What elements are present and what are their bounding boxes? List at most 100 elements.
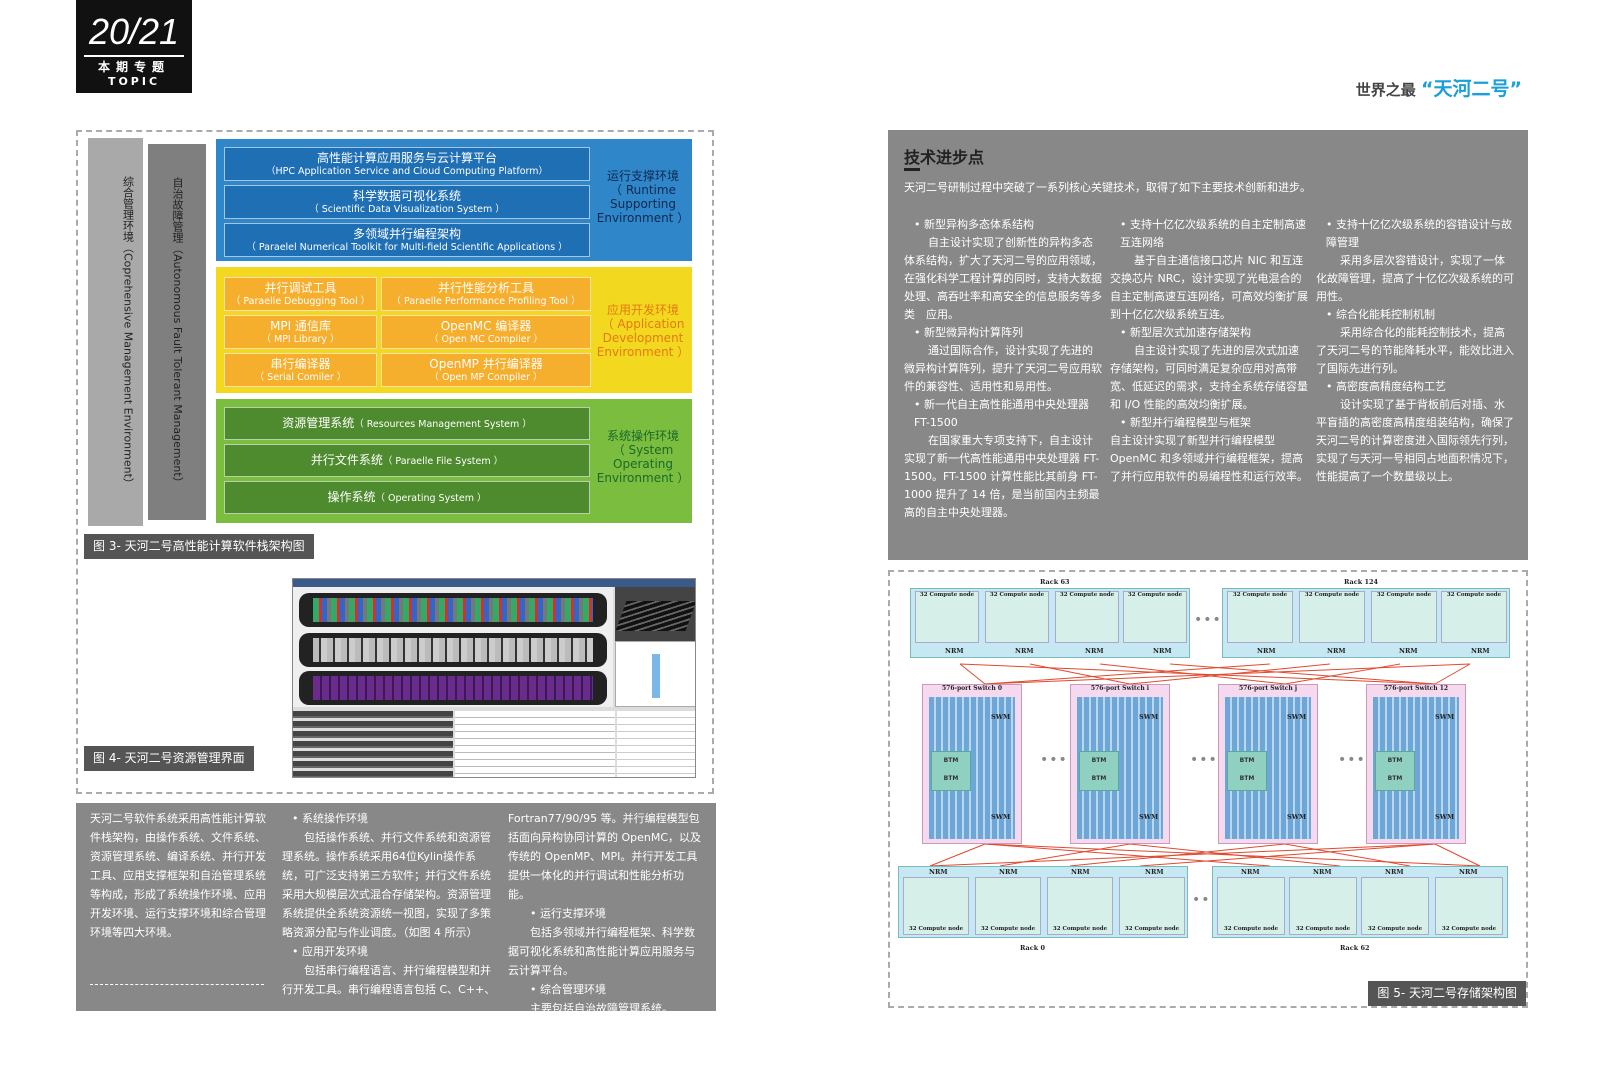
nrm-label: NRM (929, 868, 948, 876)
runtime-layer: 高性能计算应用服务与云计算平台（HPC Application Service … (215, 138, 693, 262)
tech-heading: • 新一代自主高性能通用中央处理器 FT-1500 (914, 398, 1089, 429)
tech-paragraph: 自主设计实现了先进的层次式加速存储架构，可同时满足复杂应用对高带宽、低延迟的需求… (1110, 344, 1308, 411)
compute-node: 32 Compute node (1299, 591, 1365, 643)
tech-heading: • 新型层次式加速存储架构 (1120, 326, 1251, 339)
nrm-label: NRM (999, 868, 1018, 876)
ellipsis: ••• (1190, 752, 1218, 768)
body-col-3: Fortran77/90/95 等。并行编程模型包括面向异构协同计算的 Open… (508, 809, 704, 1018)
section-cn: 本期专题 (97, 60, 170, 74)
dev-tile: OpenMP 并行编译器（ Open MP Compiler ） (381, 353, 591, 387)
body-paragraph: 主要包括自治故障管理系统。 (530, 1002, 673, 1015)
tech-paragraph: 自主设计实现了新型并行编程模型 OpenMC 和多领域并行编程框架，提高了并行应… (1110, 434, 1308, 483)
job-table-left (293, 711, 453, 777)
body-heading: • 应用开发环境 (292, 945, 368, 958)
divider (84, 55, 184, 57)
rack-label: Rack 124 (1344, 578, 1379, 586)
rack-bottom-right: NRM NRM NRM NRM 32 Compute node 32 Compu… (1212, 866, 1508, 938)
compute-node: 32 Compute node (1371, 591, 1437, 643)
rack-row (299, 593, 607, 627)
swm-label: SWM (1435, 713, 1455, 721)
compute-node: 32 Compute node (1441, 591, 1507, 643)
management-bar: 综合管理环境（Coprehensive Management Environme… (88, 138, 143, 526)
rack-top-right: 32 Compute node 32 Compute node 32 Compu… (1222, 588, 1510, 658)
compute-node: 32 Compute node (1123, 591, 1187, 643)
3d-view (615, 587, 695, 641)
rack-row (299, 671, 607, 705)
body-paragraph: 天河二号软件系统采用高性能计算软件栈架构，由操作系统、文件系统、资源管理系统、编… (90, 812, 266, 939)
compute-node: 32 Compute node (985, 591, 1049, 643)
fault-bar-label: 自治故障管理（Autonomous Fault Tolerant Managem… (171, 176, 184, 488)
tech-heading: • 高密度高精度结构工艺 (1326, 380, 1446, 393)
switch-label: 576-port Switch j (1238, 685, 1298, 692)
interconnect-links (929, 663, 1481, 867)
dev-tile: 并行性能分析工具（ Paraelle Performance Profiling… (381, 277, 591, 311)
compute-node: 32 Compute node (1361, 877, 1429, 935)
compute-node: 32 Compute node (1435, 877, 1503, 935)
swm-label: SWM (1139, 713, 1159, 721)
resource-management-screenshot (292, 578, 696, 778)
nrm-label: NRM (945, 647, 964, 655)
compute-node: 32 Compute node (1119, 877, 1185, 935)
os-tile: 资源管理系统（ Resources Management System ） (224, 407, 590, 440)
compute-node: 32 Compute node (1055, 591, 1119, 643)
nrm-label: NRM (1327, 647, 1346, 655)
dev-title: 应用开发环境 （ Application Development Environ… (596, 303, 690, 359)
dev-tile: 串行编译器（ Serial Comiler ） (224, 353, 377, 387)
rack-panel (293, 587, 613, 707)
tech-col-2: • 支持十亿亿次级系统的自主定制高速互连网络 基于自主通信接口芯片 NIC 和互… (1110, 216, 1308, 486)
switch-label: 576-port Switch 12 (1383, 685, 1449, 692)
running-head-highlight: “天河二号” (1421, 78, 1522, 100)
nrm-label: NRM (1071, 868, 1090, 876)
ellipsis: ••• (1338, 752, 1366, 768)
tech-heading: • 新型并行编程模型与框架 (1120, 416, 1251, 429)
swm-label: SWM (1435, 813, 1455, 821)
nrm-label: NRM (1145, 868, 1164, 876)
running-head: 世界之最 “天河二号” (1356, 74, 1522, 101)
tech-paragraph: 基于自主通信接口芯片 NIC 和互连交换芯片 NRC，设计实现了光电混合的自主定… (1110, 254, 1308, 321)
compute-node: 32 Compute node (1289, 877, 1357, 935)
runtime-tile: 科学数据可视化系统（ Scientific Data Visualization… (224, 185, 590, 219)
figure-3-frame: 综合管理环境（Coprehensive Management Environme… (76, 130, 714, 794)
tech-heading: • 支持十亿亿次级系统的自主定制高速互连网络 (1120, 218, 1306, 249)
tech-paragraph: 采用多层次容错设计，实现了一体化故障管理，提高了十亿亿次级系统的可用性。 (1316, 254, 1514, 303)
rack-label: Rack 63 (1040, 578, 1070, 586)
figure-5-frame: Rack 63 Rack 124 32 Compute node 32 Comp… (888, 570, 1528, 1008)
ellipsis: ••• (1040, 752, 1068, 768)
section-en: TOPIC (107, 75, 161, 88)
compute-node: 32 Compute node (903, 877, 969, 935)
compute-node: 32 Compute node (975, 877, 1041, 935)
body-paragraph: 包括操作系统、并行文件系统和资源管理系统。操作系统采用64位Kylin操作系统，… (282, 831, 491, 939)
runtime-tile: 多领域并行编程架构（ Paraelel Numerical Toolkit fo… (224, 223, 590, 257)
os-title: 系统操作环境 （ System Operating Environment ） (596, 429, 690, 485)
body-heading: • 运行支撑环境 (530, 907, 606, 920)
tech-heading: • 新型微异构计算阵列 (914, 326, 1023, 339)
runtime-title: 运行支撑环境 （ Runtime Supporting Environment … (596, 169, 690, 225)
fault-management-bar: 自治故障管理（Autonomous Fault Tolerant Managem… (148, 144, 206, 520)
swm-label: SWM (1287, 813, 1307, 821)
tech-heading: • 支持十亿亿次级系统的容错设计与故障管理 (1326, 218, 1512, 249)
dev-tile: MPI 通信库（ MPI Library ） (224, 315, 377, 349)
tech-heading: • 综合化能耗控制机制 (1326, 308, 1435, 321)
page-number: 20/21 (88, 11, 180, 52)
tech-paragraph: 设计实现了基于背板前后对插、水平盲插的高密度高精度组装结构，确保了天河二号的计算… (1316, 398, 1514, 483)
tech-paragraph: 通过国际合作，设计实现了先进的微异构计算阵列，提升了天河二号应用软件的兼容性、适… (904, 344, 1102, 393)
dev-layer: 并行调试工具（ Paraelle Debugging Tool ） 并行性能分析… (215, 266, 693, 394)
dev-tile: OpenMC 编译器（ Open MC Compiler ） (381, 315, 591, 349)
body-heading: • 系统操作环境 (292, 812, 368, 825)
page-number-block: 20/21 本期专题 TOPIC (76, 0, 192, 93)
swm-label: SWM (1139, 813, 1159, 821)
ellipsis: ••• (1194, 612, 1222, 628)
rack-top-left: 32 Compute node 32 Compute node 32 Compu… (910, 588, 1190, 658)
swm-label: SWM (991, 713, 1011, 721)
tech-col-3: • 支持十亿亿次级系统的容错设计与故障管理 采用多层次容错设计，实现了一体化故障… (1316, 216, 1514, 486)
os-tile: 并行文件系统（ Paraelle File System ） (224, 444, 590, 477)
title-underline (904, 168, 920, 171)
figure-5-caption: 图 5- 天河二号存储架构图 (1368, 981, 1526, 1006)
rack-label: Rack 62 (1340, 944, 1370, 952)
os-tile: 操作系统（ Operating System ） (224, 481, 590, 514)
compute-node: 32 Compute node (915, 591, 979, 643)
